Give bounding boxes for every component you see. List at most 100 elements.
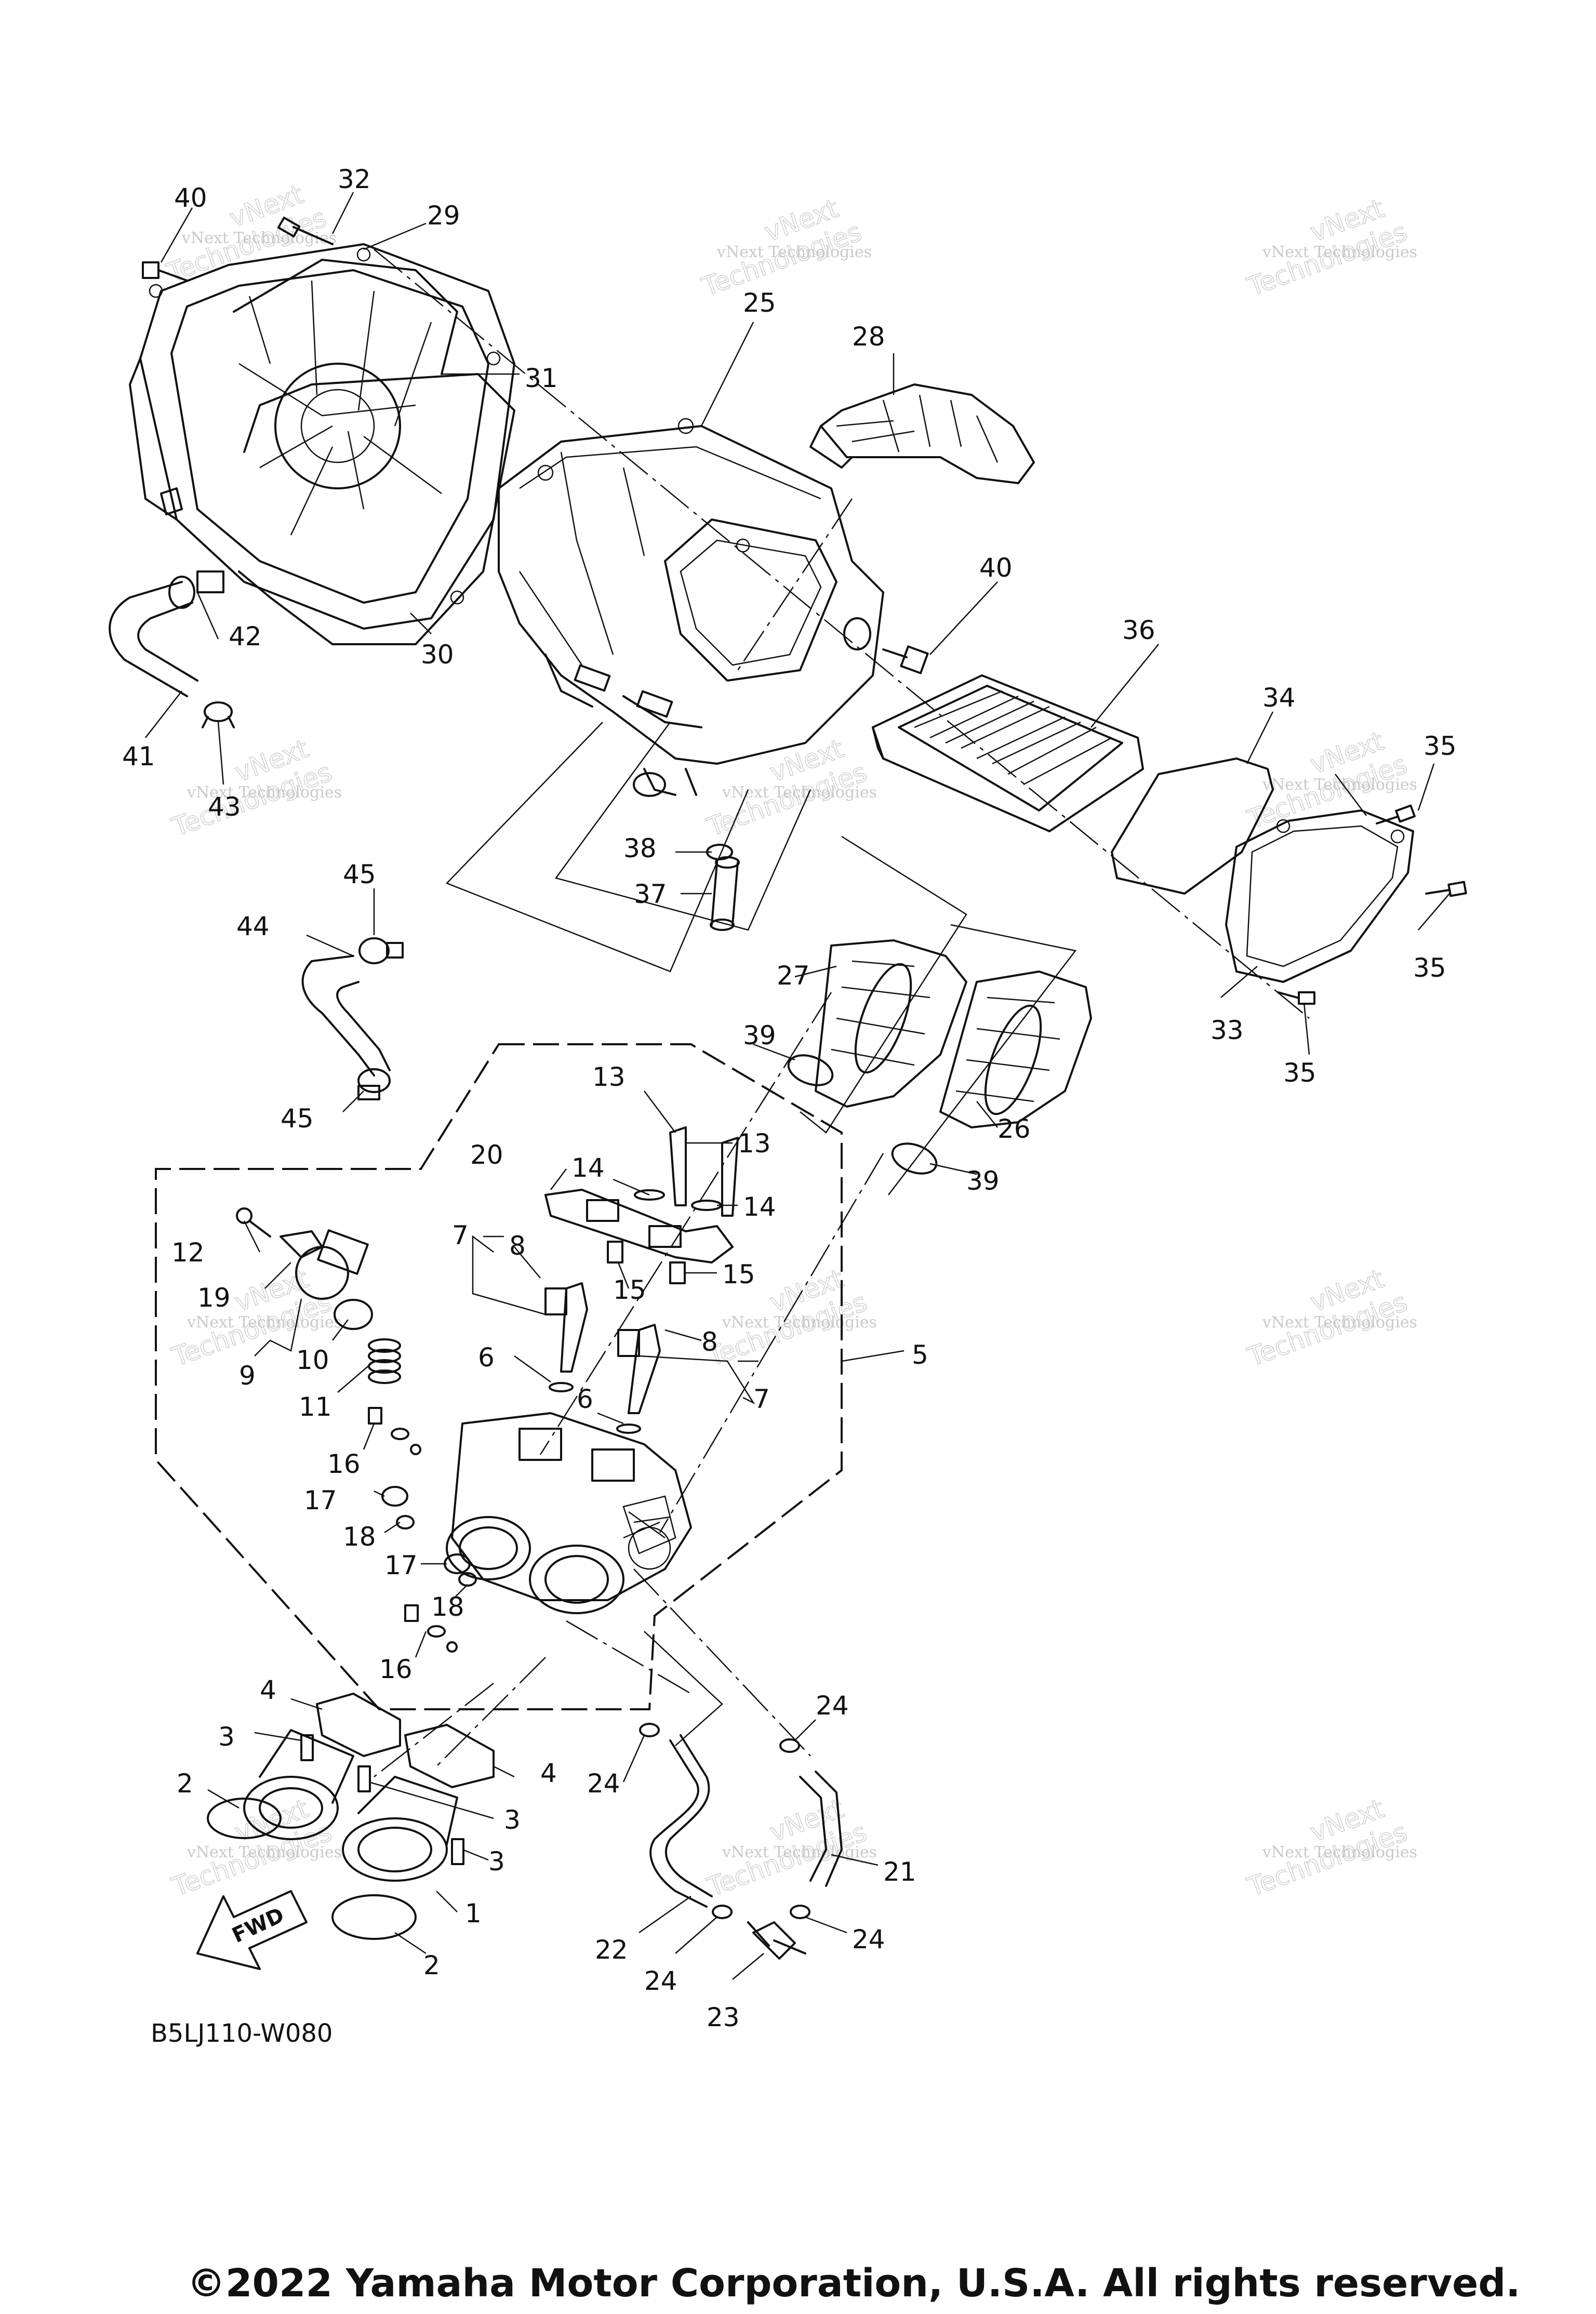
screw-16-lower <box>404 1604 458 1653</box>
cap-33 <box>1225 809 1414 983</box>
callout-31: 31 <box>525 363 558 393</box>
bolt-3-a <box>300 1734 314 1761</box>
callout-24: 24 <box>587 1768 620 1799</box>
clamp-45-lower <box>357 1068 391 1100</box>
watermark: vNext Technologies vNext Technologies <box>1243 193 1417 302</box>
leader-lines <box>145 192 1450 1980</box>
callout-24: 24 <box>816 1691 849 1721</box>
group-line-44 <box>445 722 749 973</box>
screw-16-upper <box>368 1407 421 1455</box>
callout-40: 40 <box>174 183 207 213</box>
callout-39: 39 <box>743 1020 776 1050</box>
callout-35: 35 <box>1413 953 1446 983</box>
svg-text:vNext Technologies: vNext Technologies <box>187 1843 342 1861</box>
screw-35-a <box>1376 804 1416 824</box>
callout-45: 45 <box>343 859 376 889</box>
callout-43: 43 <box>208 792 241 822</box>
joint-1-right <box>342 1776 458 1882</box>
clip-18-upper <box>396 1515 415 1530</box>
bolt-13-right <box>721 1137 739 1217</box>
callout-30: 30 <box>421 640 454 670</box>
hose-21 <box>799 1771 843 1887</box>
svg-text:vNext Technologies: vNext Technologies <box>722 1843 877 1861</box>
callout-22: 22 <box>595 1935 628 1965</box>
callout-26: 26 <box>998 1114 1031 1144</box>
element-36 <box>872 674 1144 832</box>
grommet-15-left <box>607 1241 623 1264</box>
callout-41: 41 <box>122 741 155 772</box>
gasket-34 <box>1111 757 1274 895</box>
throttle-body <box>446 1412 692 1614</box>
hose-44 <box>301 955 391 1076</box>
assembly-5-outline <box>155 1043 843 1710</box>
plate-4-left <box>316 1693 401 1757</box>
clamp-42 <box>168 570 224 609</box>
callout-2: 2 <box>177 1768 193 1799</box>
watermark: vNext Technologies vNext Technologies <box>168 1793 342 1903</box>
group-line-24 <box>644 1631 723 1746</box>
injector-7-right <box>616 1324 661 1434</box>
callout-13: 13 <box>738 1128 771 1159</box>
callout-8: 8 <box>701 1327 718 1357</box>
callout-14: 14 <box>743 1192 776 1222</box>
cap-17-upper <box>381 1486 408 1507</box>
watermark: vNext Technologies vNext Technologies <box>1243 1263 1417 1373</box>
callout-16: 16 <box>379 1654 413 1684</box>
callout-17: 17 <box>384 1550 418 1580</box>
callout-24: 24 <box>644 1966 677 1996</box>
callout-4: 4 <box>260 1675 276 1705</box>
gasket-30 <box>238 373 515 645</box>
clamp-39-right <box>891 1142 938 1175</box>
callout-37: 37 <box>634 879 667 909</box>
clip-24-a <box>639 1723 660 1737</box>
callout-15: 15 <box>613 1275 646 1305</box>
svg-text:vNext Technologies: vNext Technologies <box>716 243 872 261</box>
callout-7: 7 <box>452 1220 469 1251</box>
o-ring-10 <box>334 1299 373 1330</box>
svg-text:vNext Technologies: vNext Technologies <box>187 1313 342 1332</box>
watermark: vNext Technologies vNext Technologies <box>703 733 877 843</box>
callout-34: 34 <box>1262 683 1296 713</box>
watermark: vNext Technologies vNext Technologies <box>703 1793 877 1903</box>
callout-12: 12 <box>171 1238 205 1268</box>
joint-23 <box>747 1921 806 1960</box>
clip-24-b <box>779 1738 800 1753</box>
group-line-26 <box>888 924 1077 1195</box>
plate-4-right <box>404 1724 495 1788</box>
fuel-rail-20 <box>544 1189 734 1264</box>
air-cleaner-case <box>498 418 884 797</box>
svg-text:vNext Technologies: vNext Technologies <box>187 783 342 802</box>
callout-6: 6 <box>577 1384 593 1414</box>
callout-15: 15 <box>722 1259 755 1289</box>
callout-39: 39 <box>966 1166 1000 1196</box>
cap-17-lower <box>444 1553 471 1574</box>
grommet-15-right <box>669 1261 686 1284</box>
gasket-2-left <box>207 1798 282 1839</box>
bolt-3-c <box>451 1838 464 1865</box>
callout-36: 36 <box>1122 615 1155 645</box>
bolt-40-left <box>142 261 188 282</box>
svg-text:vNext Technologies: vNext Technologies <box>1262 1313 1417 1332</box>
callouts: 32 40 29 31 42 30 41 43 25 28 40 36 34 3… <box>122 164 1457 2032</box>
callout-33: 33 <box>1211 1015 1244 1045</box>
callout-5: 5 <box>912 1340 928 1370</box>
fwd-arrow: FWD <box>196 1890 308 1970</box>
callout-13: 13 <box>592 1062 626 1092</box>
watermark: vNext Technologies vNext Technologies <box>698 193 872 302</box>
joint-26 <box>939 970 1092 1128</box>
callout-3: 3 <box>488 1846 505 1877</box>
callout-14: 14 <box>571 1153 605 1183</box>
clip-24-d <box>790 1905 810 1919</box>
callout-28: 28 <box>852 322 885 352</box>
air-cleaner-case-cover <box>129 243 515 630</box>
group-line-27 <box>800 835 967 1134</box>
duct-28 <box>809 383 1035 484</box>
callout-7: 7 <box>753 1384 770 1414</box>
center-lines <box>374 249 1367 1777</box>
bolt-13-left <box>669 1126 687 1206</box>
svg-text:vNext Technologies: vNext Technologies <box>1262 776 1417 794</box>
callout-17: 17 <box>304 1485 337 1515</box>
callout-18: 18 <box>431 1592 464 1622</box>
callout-27: 27 <box>777 961 810 991</box>
svg-text:FWD: FWD <box>229 1903 288 1948</box>
